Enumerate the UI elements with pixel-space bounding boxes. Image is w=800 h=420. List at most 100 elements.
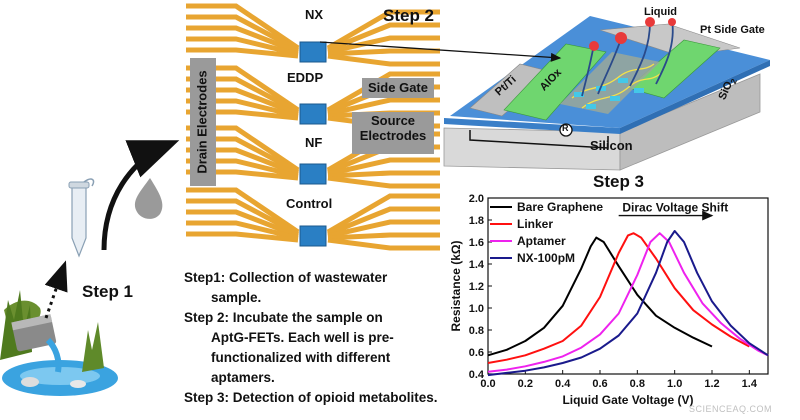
r-symbol: R	[562, 123, 569, 133]
y-axis-label: Resistance (kΩ)	[449, 241, 463, 332]
x-tick-label: 1.4	[742, 378, 758, 390]
drain-electrodes-label: Drain Electrodes	[194, 70, 210, 174]
source-electrode-trace	[326, 71, 440, 113]
well-label-control: Control	[286, 196, 333, 211]
x-tick-label: 1.2	[704, 378, 719, 390]
well-label-eddp: EDDP	[287, 70, 324, 85]
pond-scene	[0, 290, 118, 396]
well-label-nf: NF	[305, 135, 323, 150]
dirac-shift-annotation: Dirac Voltage Shift	[622, 201, 728, 215]
drain-electrode-trace	[186, 231, 299, 243]
source-electrode-trace	[327, 237, 440, 251]
source-electrode-trace	[327, 97, 440, 117]
liquid-label: Liquid	[644, 6, 677, 18]
source-electrode-trace	[327, 170, 440, 179]
legend-swatch	[490, 256, 512, 259]
y-tick-label: 0.8	[469, 325, 484, 337]
legend-item: Aptamer	[490, 232, 603, 249]
resistance-chart: 0.4 0.6 0.8 1.0 1.2 1.4 1.6 1.8 2.0 0.0 0.2 0.4 0.6 0…	[449, 193, 769, 407]
legend-label: NX-100pM	[517, 250, 576, 265]
chart-legend: Bare Graphene Linker Aptamer NX-100pM	[490, 198, 603, 266]
droplet-icon	[134, 178, 163, 219]
drain-electrode-trace	[186, 198, 300, 237]
y-tick-label: 1.0	[469, 303, 484, 315]
dotted-arrow	[44, 260, 68, 319]
drain-electrode-trace	[186, 47, 299, 59]
x-tick-label: 0.8	[630, 378, 645, 390]
legend-item: Linker	[490, 215, 603, 232]
source-electrodes-box: Source Electrodes	[352, 112, 434, 154]
drain-electrode-trace	[186, 220, 299, 241]
series-line	[487, 236, 713, 357]
source-electrode-trace	[327, 53, 440, 67]
drain-electrode-trace	[186, 25, 299, 55]
y-tick-label: 1.2	[469, 281, 484, 293]
source-electrode-trace	[327, 35, 440, 55]
legend-swatch	[490, 205, 512, 208]
step3-title: Step 3	[593, 172, 645, 191]
source-label-line1: Source	[370, 113, 416, 128]
source-electrode-trace	[327, 219, 440, 239]
legend-item: Bare Graphene	[490, 198, 603, 215]
source-electrode-trace	[327, 157, 440, 177]
source-electrode-trace	[326, 193, 440, 235]
steps-line-1: Step1: Collection of wastewater	[184, 270, 388, 285]
legend-label: Bare Graphene	[517, 199, 604, 214]
x-tick-label: 0.0	[480, 378, 495, 390]
drain-electrode-trace	[186, 187, 300, 235]
step2-title: Step 2	[383, 6, 435, 25]
step1-title: Step 1	[82, 282, 134, 301]
source-electrode-trace	[327, 22, 440, 53]
y-tick-label: 1.6	[469, 237, 484, 249]
legend-swatch	[490, 222, 512, 225]
sensor-well	[299, 103, 327, 125]
device-3d	[443, 16, 770, 171]
nx-pointer-arrow	[319, 41, 562, 62]
steps-description: Step1: Collection of wastewater sample. …	[184, 268, 474, 408]
x-tick-label: 0.2	[518, 378, 533, 390]
source-electrode-trace	[327, 48, 440, 57]
pt-side-gate-label: Pt Side Gate	[700, 24, 765, 36]
y-tick-label: 0.4	[469, 369, 485, 381]
well-label-nx: NX	[305, 7, 324, 22]
plot-frame	[487, 197, 769, 375]
drain-electrode-trace	[186, 14, 300, 53]
steps-line-2: sample.	[211, 290, 262, 305]
source-electrode-trace	[327, 206, 440, 237]
x-tick-label: 0.6	[592, 378, 607, 390]
x-axis-label: Liquid Gate Voltage (V)	[562, 393, 693, 407]
series-line	[487, 232, 750, 364]
legend-label: Linker	[517, 216, 554, 231]
steps-line-3: Step 2: Incubate the sample on	[184, 310, 383, 325]
series-line	[487, 230, 769, 377]
steps-line-7: Step 3: Detection of opioid metabolites.	[184, 390, 438, 405]
x-tick-label: 0.4	[555, 378, 571, 390]
drain-electrode-trace	[186, 3, 300, 51]
series-line	[487, 232, 769, 373]
source-label-line2: Electrodes	[359, 127, 427, 143]
side-gate-box: Side Gate	[362, 78, 434, 98]
source-electrode-trace	[327, 175, 440, 189]
drain-electrode-trace	[186, 209, 299, 239]
curved-arrow	[101, 140, 180, 251]
sample-tube-icon	[68, 178, 95, 258]
watermark: SCIENCEAQ.COM	[688, 404, 772, 414]
silicon-label: Silicon	[590, 138, 633, 153]
y-tick-label: 1.8	[469, 215, 484, 227]
sensor-well	[299, 225, 327, 247]
sensor-well	[299, 163, 327, 185]
source-electrode-trace	[326, 9, 440, 51]
legend-swatch	[490, 239, 512, 242]
y-tick-label: 1.4	[469, 259, 485, 271]
y-tick-label: 0.6	[469, 347, 484, 359]
source-electrode-trace	[327, 232, 440, 241]
steps-line-5: functionalized with different	[211, 350, 391, 365]
sensor-well	[299, 41, 327, 63]
legend-label: Aptamer	[517, 233, 566, 248]
legend-item: NX-100pM	[490, 249, 603, 266]
x-tick-label: 1.0	[667, 378, 682, 390]
drain-electrode-trace	[186, 36, 299, 57]
y-tick-label: 2.0	[469, 193, 484, 205]
drain-electrodes-box: Drain Electrodes	[190, 58, 216, 186]
